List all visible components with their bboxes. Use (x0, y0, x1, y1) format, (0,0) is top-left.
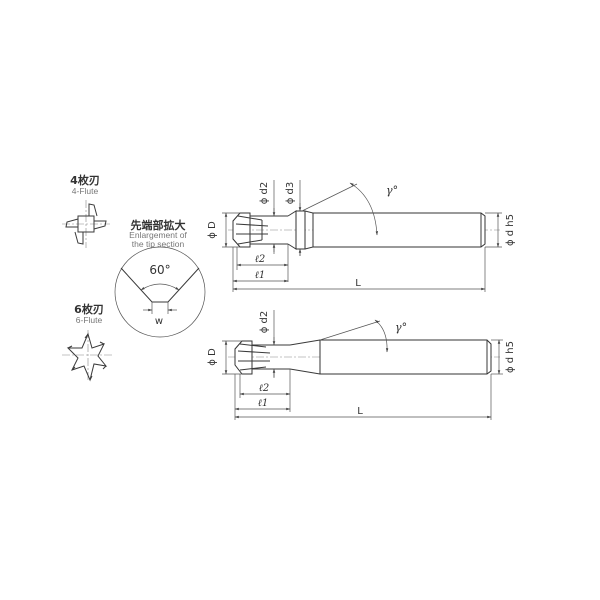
top-tool-drawing: ϕ D ϕ d2 ϕ d3 γ° ϕ d h5 ℓ2 ℓ1 L (207, 180, 516, 292)
top-dim-D: ϕ D (207, 221, 218, 239)
top-dim-shank: ϕ d h5 (505, 214, 516, 246)
six-flute-title-en: 6-Flute (76, 315, 103, 325)
four-flute-title-jp: 4枚刃 (70, 173, 100, 187)
bottom-dim-l2: ℓ2 (259, 383, 270, 394)
bottom-dim-gamma: γ° (395, 321, 407, 334)
top-dim-l2: ℓ2 (255, 254, 266, 265)
bottom-dim-d2: ϕ d2 (259, 311, 270, 334)
bottom-tool-drawing: ϕ D ϕ d2 γ° ϕ d h5 ℓ2 ℓ1 L (207, 310, 516, 420)
tip-detail-title-jp: 先端部拡大 (131, 218, 186, 232)
bottom-dim-l1: ℓ1 (258, 398, 269, 409)
tip-detail-label: 先端部拡大 Enlargement of the tip section (129, 218, 187, 249)
tip-width-label: w (155, 316, 163, 327)
six-flute-label: 6枚刃 6-Flute (74, 302, 104, 325)
top-dim-d2: ϕ d2 (259, 182, 270, 205)
tip-angle-label: 60° (149, 263, 170, 277)
four-flute-end-view-icon (62, 200, 110, 248)
bottom-dim-shank: ϕ d h5 (505, 341, 516, 373)
bottom-dim-D: ϕ D (207, 348, 218, 366)
top-dim-L: L (355, 278, 361, 289)
tip-detail-title-en-2: the tip section (132, 239, 185, 249)
top-dim-gamma: γ° (386, 184, 398, 197)
six-flute-title-jp: 6枚刃 (74, 302, 104, 316)
tip-detail-circle: 60° w (114, 246, 206, 338)
top-dim-d3: ϕ d3 (285, 182, 296, 205)
top-dim-l1: ℓ1 (255, 270, 266, 281)
tip-detail-title-en-1: Enlargement of (129, 230, 187, 240)
bottom-dim-L: L (357, 406, 363, 417)
four-flute-label: 4枚刃 4-Flute (70, 173, 100, 196)
six-flute-end-view-icon (62, 330, 114, 382)
four-flute-title-en: 4-Flute (72, 186, 99, 196)
